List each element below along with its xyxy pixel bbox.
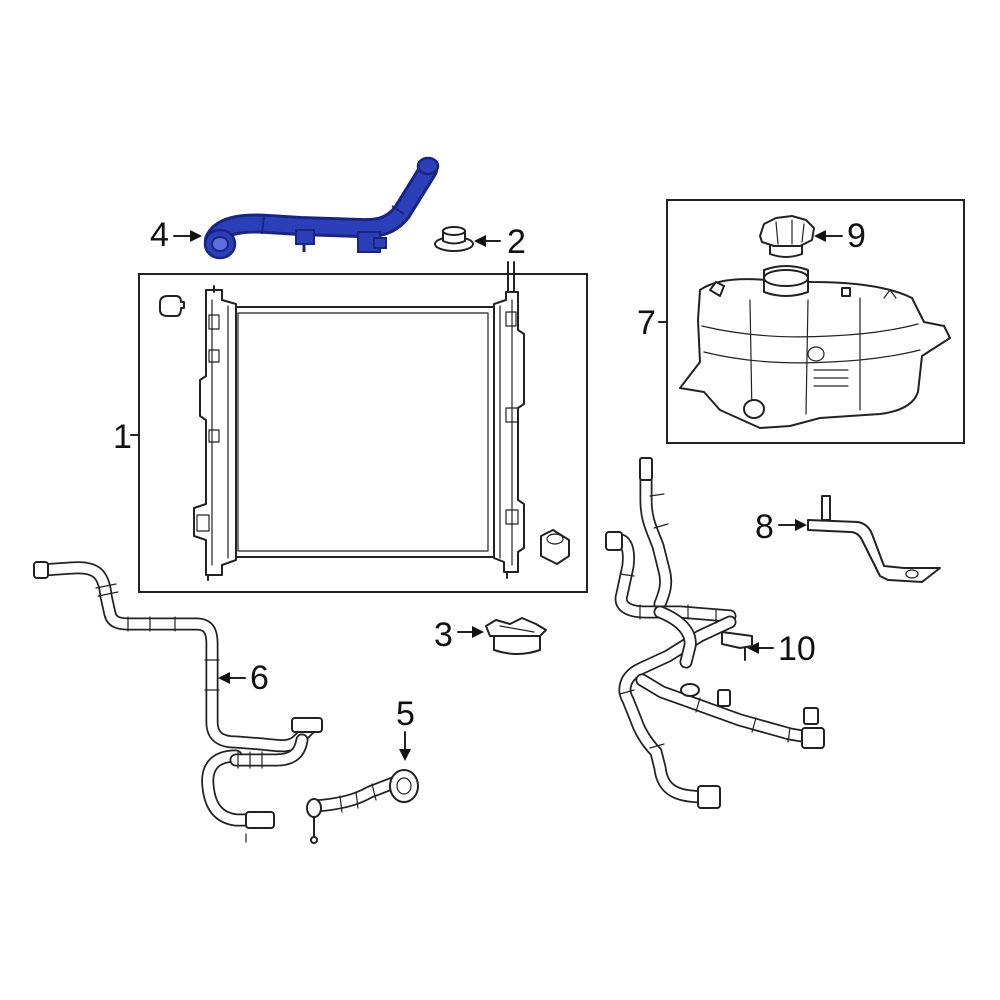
callout-5-arrowhead	[399, 749, 411, 761]
hose-assembly-part-10	[605, 457, 825, 809]
callout-3-number: 3	[434, 616, 453, 654]
callout-2-arrowhead	[474, 235, 486, 247]
callout-6-arrowhead	[218, 672, 230, 684]
callout-7-number: 7	[637, 304, 656, 342]
hose-5-outlet	[389, 769, 419, 803]
radiator-mount-pin	[159, 295, 185, 317]
plug-part-2	[434, 226, 474, 252]
reservoir-outlet	[743, 399, 765, 419]
callout-2-number: 2	[507, 223, 526, 261]
upper-hose-bracket-1	[295, 229, 315, 245]
reservoir-cap-part-9	[759, 215, 815, 258]
callout-10-arrowhead	[747, 642, 759, 654]
callout-4-arrowhead	[190, 230, 202, 242]
radiator-right-tank	[493, 291, 525, 573]
hose-part-5	[306, 769, 419, 844]
callout-1-number: 1	[113, 418, 132, 456]
radiator-cap-part-3	[485, 617, 547, 655]
callout-9-arrowhead	[814, 230, 826, 242]
callout-9-number: 9	[847, 217, 866, 255]
radiator-isolator	[540, 529, 570, 565]
coolant-reservoir	[679, 265, 951, 429]
upper-hose-end-right	[416, 156, 440, 176]
callout-10-number: 10	[778, 630, 816, 668]
upper-radiator-hose	[203, 156, 440, 260]
callout-4-number: 4	[150, 216, 169, 254]
radiator-core-inner	[237, 312, 489, 552]
reservoir-body	[679, 278, 951, 429]
radiator-core	[231, 306, 495, 558]
radiator-group-frame	[138, 273, 588, 593]
hose-part-6	[33, 561, 323, 843]
callout-5-number: 5	[396, 695, 415, 733]
callout-8-arrowhead	[795, 519, 807, 531]
leader-lines	[130, 230, 843, 761]
callout-3-arrowhead	[472, 626, 484, 638]
reservoir-group-frame	[666, 199, 965, 444]
radiator-left-tank	[193, 289, 237, 576]
bracket-part-8	[807, 495, 941, 583]
callout-6-number: 6	[250, 659, 269, 697]
callout-8-number: 8	[755, 508, 774, 546]
radiator-assembly	[159, 261, 570, 581]
